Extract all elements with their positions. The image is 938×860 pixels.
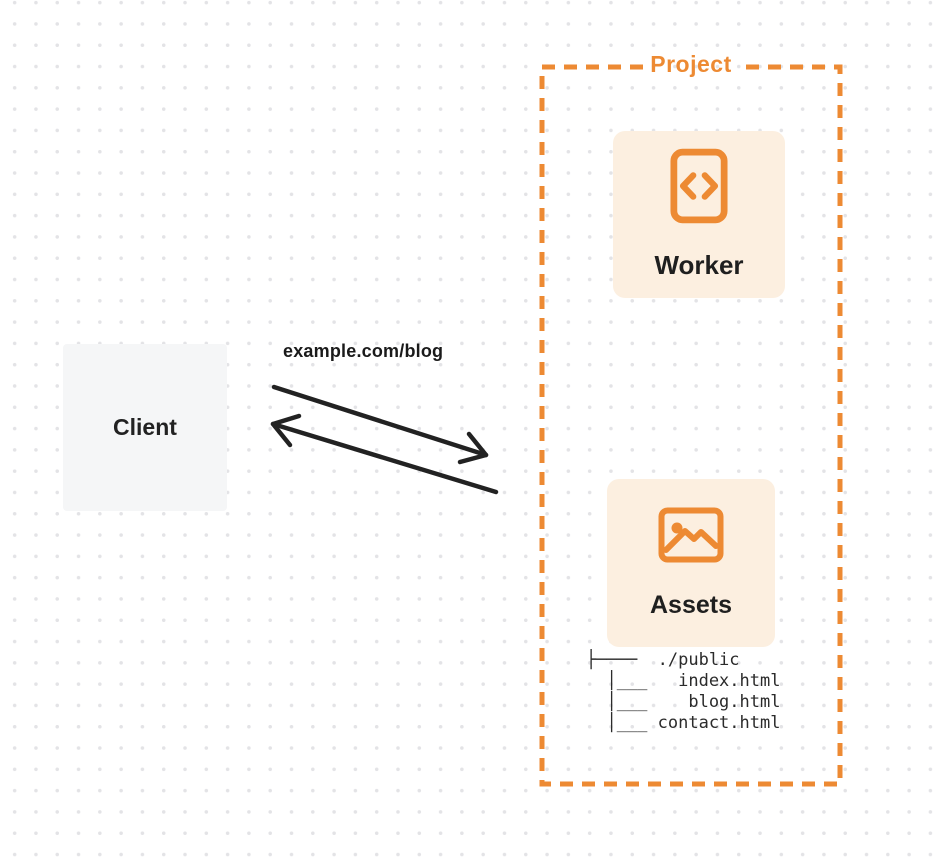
request-arrow: [271, 384, 489, 465]
client-label: Client: [113, 414, 177, 440]
assets-file-tree: ├──── ./public │___ index.html │___ blog…: [586, 650, 780, 734]
code-document-icon: [670, 148, 728, 229]
assets-label: Assets: [650, 590, 732, 619]
client-card: Client: [63, 344, 227, 511]
file-tree-line: │___ blog.html: [586, 692, 781, 712]
request-url-label: example.com/blog: [283, 341, 444, 361]
assets-card: Assets: [607, 479, 775, 647]
file-tree-line: ├──── ./public: [586, 650, 740, 670]
project-frame-label: Project: [650, 51, 732, 77]
image-icon: [658, 507, 724, 568]
project-frame: [539, 64, 843, 787]
worker-card: Worker: [613, 131, 785, 298]
file-tree-line: │___ index.html: [586, 671, 781, 691]
file-tree-line: │___ contact.html: [586, 713, 781, 733]
response-arrow: [270, 413, 499, 495]
worker-label: Worker: [654, 250, 744, 280]
